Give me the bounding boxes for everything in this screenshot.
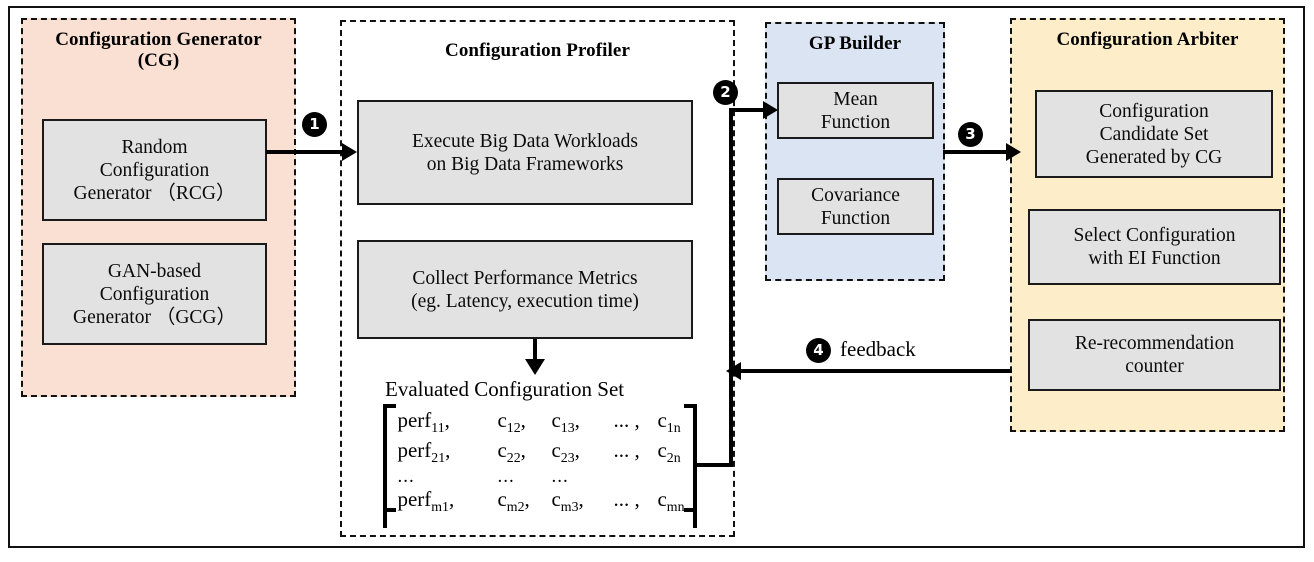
cov-line1: Covariance (811, 184, 900, 206)
matrix-rows: perf11,c12,c13,... ,c1n perf21,c22,c23,.… (385, 404, 694, 528)
node-collect-performance-metrics[interactable]: Collect Performance Metrics (eg. Latency… (357, 240, 693, 339)
gcg-line1: GAN-based (107, 260, 202, 282)
node-mean-function[interactable]: Mean Function (777, 82, 934, 139)
label-feedback: feedback (840, 337, 916, 361)
connector-2-segment-from-matrix (697, 463, 733, 467)
node-random-configuration-generator[interactable]: Random Configuration Generator （RCG） (42, 119, 267, 221)
candidate-line2: Candidate Set (1099, 123, 1209, 145)
connector-3-line (943, 150, 1013, 154)
select-line1: Select Configuration (1073, 225, 1236, 246)
rcg-line3: Generator （RCG） (73, 182, 236, 204)
mean-line1: Mean (833, 88, 878, 110)
matrix-right-bracket (681, 404, 698, 528)
matrix-left-bracket (383, 404, 400, 528)
counter-line1: Re-recommendation (1074, 333, 1235, 354)
node-covariance-function[interactable]: Covariance Function (777, 178, 934, 235)
rcg-line2: Configuration (99, 159, 210, 181)
connector-collect-to-set-arrowhead (525, 359, 545, 375)
connector-2-segment-to-mean (729, 108, 773, 112)
node-select-configuration-with-ei[interactable]: Select Configuration with EI Function (1028, 209, 1281, 285)
panel-configuration-profiler (340, 20, 735, 537)
panel-gp-builder (765, 22, 945, 281)
figure-outer-border (8, 6, 1305, 548)
node-configuration-candidate-set[interactable]: Configuration Candidate Set Generated by… (1035, 90, 1273, 178)
connector-collect-to-set-line (533, 339, 537, 363)
matrix-row: perf21,c22,c23,... ,c2n (397, 437, 681, 466)
mean-line2: Function (820, 111, 891, 133)
panel-title-gp-builder: GP Builder (765, 33, 945, 54)
matrix-row: perf11,c12,c13,... ,c1n (397, 408, 681, 436)
profiler-title-line1: Configuration Profiler (445, 40, 630, 61)
step-badge-4: 4 (806, 338, 831, 363)
connector-2-vertical-segment (729, 108, 733, 467)
evaluated-configuration-matrix: perf11,c12,c13,... ,c1n perf21,c22,c23,.… (383, 404, 698, 528)
collect-line1: Collect Performance Metrics (412, 267, 638, 289)
rcg-line1: Random (121, 136, 188, 158)
gcg-line2: Configuration (99, 283, 210, 305)
node-re-recommendation-counter[interactable]: Re-recommendation counter (1028, 319, 1281, 391)
matrix-row-ellipsis: ......... (397, 465, 569, 487)
execute-line1: Execute Big Data Workloads (411, 130, 639, 152)
arbiter-title-line1: Configuration Arbiter (1056, 29, 1239, 50)
connector-4-feedback-line (729, 369, 1012, 373)
connector-3-arrowhead (1006, 143, 1021, 161)
candidate-line3: Generated by CG (1085, 146, 1223, 168)
cg-title-line2: (CG) (137, 50, 180, 72)
cg-title-line1: Configuration Generator (55, 29, 262, 50)
step-badge-3: 3 (958, 122, 983, 147)
execute-line2: on Big Data Frameworks (426, 153, 624, 175)
counter-line2: counter (1125, 356, 1184, 377)
select-line2: with EI Function (1088, 248, 1221, 269)
panel-title-configuration-arbiter: Configuration Arbiter (1010, 29, 1285, 50)
connector-2-arrowhead (763, 101, 778, 119)
panel-title-configuration-generator: Configuration Generator (CG) (21, 29, 296, 72)
label-evaluated-configuration-set: Evaluated Configuration Set (385, 377, 625, 401)
collect-line2: (eg. Latency, execution time) (411, 290, 639, 312)
connector-1-line (266, 150, 344, 154)
node-gan-based-configuration-generator[interactable]: GAN-based Configuration Generator （GCG） (42, 243, 267, 345)
node-execute-big-data-workloads[interactable]: Execute Big Data Workloads on Big Data F… (357, 100, 693, 205)
gcg-line3: Generator （GCG） (73, 306, 236, 328)
step-badge-2: 2 (713, 80, 738, 105)
step-badge-1: 1 (302, 112, 327, 137)
cov-line2: Function (820, 207, 891, 229)
gp-title-line1: GP Builder (808, 33, 902, 54)
connector-1-arrowhead (342, 143, 357, 161)
matrix-row: perfm1,cm2,cm3,... ,cmn (397, 486, 685, 515)
connector-4-feedback-arrowhead (726, 362, 741, 380)
panel-title-configuration-profiler: Configuration Profiler (340, 40, 735, 61)
candidate-line1: Configuration (1099, 100, 1209, 122)
